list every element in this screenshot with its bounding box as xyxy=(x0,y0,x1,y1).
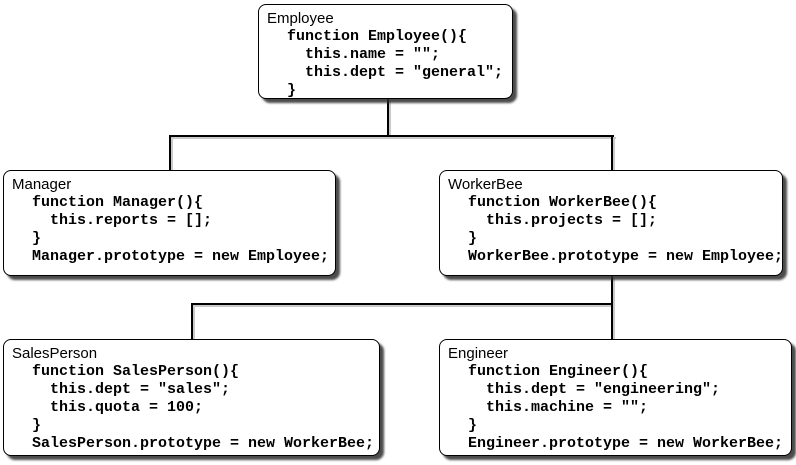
class-code-employee: function Employee(){ this.name = ""; thi… xyxy=(287,28,504,99)
class-code-manager: function Manager(){ this.reports = []; }… xyxy=(32,194,330,265)
edge-workerbee-stem-line xyxy=(611,275,613,304)
edge-employee-workerbee-line xyxy=(611,135,613,171)
class-code-engineer: function Engineer(){ this.dept = "engine… xyxy=(468,363,784,452)
edge-employee-manager-line xyxy=(169,135,171,171)
edge-employee-children-bar xyxy=(169,135,614,137)
class-box-workerbee: WorkerBee function WorkerBee(){ this.pro… xyxy=(439,170,783,276)
class-box-salesperson: SalesPerson function SalesPerson(){ this… xyxy=(3,339,380,456)
edge-workerbee-salesperson-line xyxy=(191,303,193,340)
class-title-workerbee: WorkerBee xyxy=(448,176,523,193)
class-title-engineer: Engineer xyxy=(448,345,509,362)
class-title-manager: Manager xyxy=(12,176,72,193)
class-box-manager: Manager function Manager(){ this.reports… xyxy=(3,170,336,276)
edge-employee-stem-line xyxy=(387,98,389,136)
class-title-salesperson: SalesPerson xyxy=(12,345,98,362)
class-box-engineer: Engineer function Engineer(){ this.dept … xyxy=(439,339,792,456)
class-box-employee: Employee function Employee(){ this.name … xyxy=(258,4,513,99)
class-code-workerbee: function WorkerBee(){ this.projects = []… xyxy=(468,194,784,265)
class-title-employee: Employee xyxy=(267,10,334,27)
edge-workerbee-engineer-line xyxy=(611,303,613,340)
edge-workerbee-children-bar xyxy=(191,303,613,305)
class-code-salesperson: function SalesPerson(){ this.dept = "sal… xyxy=(32,363,375,452)
